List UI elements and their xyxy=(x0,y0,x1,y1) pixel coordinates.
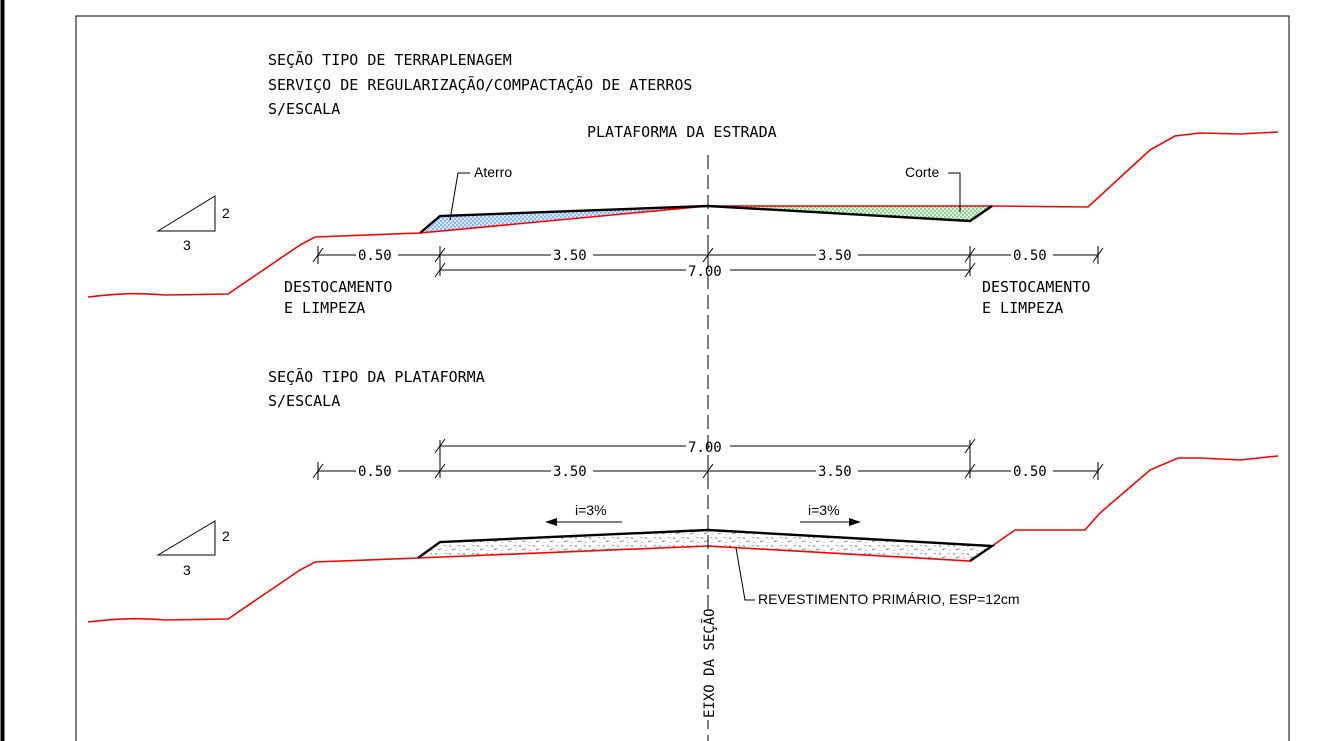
dim2-total: 7.00 xyxy=(688,440,722,456)
aterro-leader xyxy=(449,172,470,221)
slope1-rise: 2 xyxy=(222,205,230,221)
dim-bg xyxy=(356,462,398,480)
slope-triangle-1 xyxy=(156,195,216,232)
road-surface-2 xyxy=(417,528,996,562)
section2-scale: S/ESCALA xyxy=(268,392,340,410)
dim-bg xyxy=(816,462,858,480)
slope-left-label: i=3% xyxy=(575,502,607,518)
dim-bg xyxy=(1011,246,1053,264)
dim-bg xyxy=(686,262,730,280)
pavement-leader xyxy=(735,547,755,601)
dim-bg xyxy=(1011,462,1053,480)
clearing-left-line1: DESTOCAMENTO xyxy=(284,278,392,296)
clearing-right-line1: DESTOCAMENTO xyxy=(982,278,1090,296)
slope-right-arrowhead xyxy=(849,518,861,526)
pavement-label: REVESTIMENTO PRIMÁRIO, ESP=12cm xyxy=(758,591,1020,607)
corte-leader xyxy=(948,172,961,212)
dim-bg xyxy=(551,462,593,480)
dim1-right-lane: 3.50 xyxy=(818,248,852,264)
ground-line-2 xyxy=(87,455,1279,623)
dim-bg xyxy=(551,246,593,264)
left-border xyxy=(0,0,5,741)
dim-bg xyxy=(816,246,858,264)
axis-label-bg xyxy=(698,610,718,720)
dim2-left-lane: 3.50 xyxy=(553,464,587,480)
vegetation-2 xyxy=(143,436,1257,619)
slope-triangle-2 xyxy=(156,520,216,556)
clearing-left-line2: E LIMPEZA xyxy=(284,299,365,317)
dim1-total: 7.00 xyxy=(688,264,722,280)
section2-title: SEÇÃO TIPO DA PLATAFORMA xyxy=(268,367,485,386)
dim-bg xyxy=(356,246,398,264)
dim1-left-shoulder: 0.50 xyxy=(358,248,392,264)
dim1-left-lane: 3.50 xyxy=(553,248,587,264)
slope2-run: 3 xyxy=(183,562,191,578)
corte-label: Corte xyxy=(905,164,939,180)
dim2-left-shoulder: 0.50 xyxy=(358,464,392,480)
slope2-rise: 2 xyxy=(222,528,230,544)
sheet-frame xyxy=(75,15,1290,741)
clearing-right-line2: E LIMPEZA xyxy=(982,299,1063,317)
platform-label: PLATAFORMA DA ESTRADA xyxy=(587,123,777,141)
dim2-right-lane: 3.50 xyxy=(818,464,852,480)
section1-scale: S/ESCALA xyxy=(268,100,340,118)
slope-right-label: i=3% xyxy=(808,502,840,518)
section1-title-line2: SERVIÇO DE REGULARIZAÇÃO/COMPACTAÇÃO DE … xyxy=(268,75,692,94)
dim2-right-shoulder: 0.50 xyxy=(1013,464,1047,480)
ground-line-1 xyxy=(87,131,1279,298)
aterro-label: Aterro xyxy=(474,164,512,180)
section1-title-line1: SEÇÃO TIPO DE TERRAPLENAGEM xyxy=(268,50,512,69)
slope1-run: 3 xyxy=(183,237,191,253)
slope-left-arrowhead xyxy=(545,518,557,526)
axis-label: EIXO DA SEÇÃO xyxy=(701,608,718,718)
dim1-right-shoulder: 0.50 xyxy=(1013,248,1047,264)
